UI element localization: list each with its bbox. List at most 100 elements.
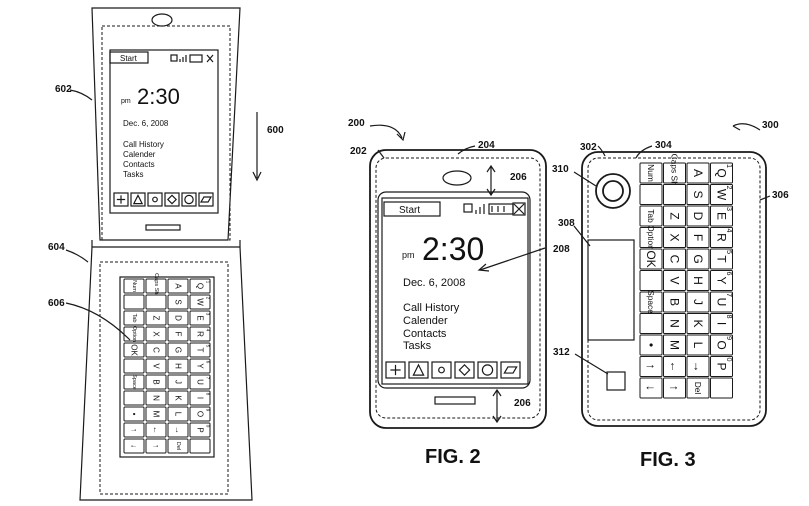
fig2-close-box[interactable] <box>512 202 526 216</box>
fig3-key-r10-c1[interactable]: ↑ <box>663 377 686 399</box>
fig3-key-r5-c1[interactable]: V <box>663 270 686 291</box>
fig6-softkey-plus-icon[interactable] <box>113 192 129 207</box>
fig2-softkey-circle-icon[interactable] <box>477 361 498 379</box>
fig3-key-r8-c0[interactable]: • <box>639 334 663 356</box>
fig6-key-r2-c1[interactable]: Z <box>145 310 167 326</box>
fig6-key-r6-c3[interactable]: U7 <box>189 374 211 390</box>
fig6-menu-tasks[interactable]: Tasks <box>123 170 143 179</box>
fig6-key-r1-c0[interactable] <box>123 294 145 310</box>
fig3-key-r3-c1[interactable]: X <box>663 227 686 248</box>
fig3-key-r9-c0[interactable]: ↑ <box>639 356 663 377</box>
fig6-key-r4-c3[interactable]: T5 <box>189 342 211 358</box>
fig6-close-icon[interactable] <box>206 54 214 63</box>
fig2-menu-tasks[interactable]: Tasks <box>403 340 432 352</box>
fig6-key-r3-c0[interactable]: Option <box>123 326 145 342</box>
fig3-key-r1-c0[interactable] <box>639 184 663 205</box>
fig6-key-r8-c0[interactable]: • <box>123 406 145 422</box>
fig6-key-r2-c3[interactable]: E3 <box>189 310 211 326</box>
fig6-key-r8-c2[interactable]: L <box>167 406 189 422</box>
fig3-key-r1-c2[interactable]: S <box>686 184 710 205</box>
fig6-key-r10-c2[interactable]: Del <box>167 438 189 454</box>
fig3-key-r0-c1[interactable]: Caps Shift <box>663 154 686 193</box>
fig2-softkey-circle-icon[interactable] <box>431 361 452 379</box>
fig2-menu-call-history[interactable]: Call History <box>403 302 460 314</box>
fig2-menu-calender[interactable]: Calender <box>403 315 448 327</box>
fig6-key-r0-c3[interactable]: Q1 <box>189 278 211 294</box>
fig2-menu-contacts[interactable]: Contacts <box>403 328 447 340</box>
fig3-key-r7-c1[interactable]: N <box>663 313 686 334</box>
fig6-key-r4-c2[interactable]: G <box>167 342 189 358</box>
fig6-key-r2-c0[interactable]: Tab <box>123 310 145 326</box>
fig6-key-r0-c0[interactable]: Num <box>123 278 145 294</box>
fig6-key-r9-c3[interactable]: P0 <box>189 422 211 438</box>
fig3-key-r1-c3[interactable]: W2 <box>710 184 735 205</box>
fig2-softkey-triangle-icon[interactable] <box>408 361 429 379</box>
fig6-key-r7-c2[interactable]: K <box>167 390 189 406</box>
fig6-key-r5-c1[interactable]: V <box>145 358 167 374</box>
fig6-key-r8-c3[interactable]: O9 <box>189 406 211 422</box>
fig6-softkey-circle-icon[interactable] <box>181 192 197 207</box>
fig6-start-button[interactable] <box>109 51 149 64</box>
fig3-key-r7-c0[interactable] <box>639 313 663 334</box>
fig3-key-r0-c3[interactable]: Q1 <box>710 162 735 184</box>
fig3-key-r10-c2[interactable]: Del <box>686 377 710 399</box>
fig6-softkey-circle-icon[interactable] <box>147 192 163 207</box>
fig3-key-r4-c2[interactable]: G <box>686 248 710 270</box>
fig3-key-r7-c2[interactable]: K <box>686 313 710 334</box>
fig6-key-r4-c0[interactable]: OK <box>123 342 145 358</box>
fig2-softkey-parallelogram-icon[interactable] <box>500 361 521 379</box>
fig6-menu-call-history[interactable]: Call History <box>123 140 164 149</box>
fig3-key-r9-c2[interactable]: → <box>686 356 710 377</box>
fig3-key-r6-c2[interactable]: J <box>686 291 710 313</box>
fig6-key-r4-c1[interactable]: C <box>145 342 167 358</box>
fig6-softkey-parallelogram-icon[interactable] <box>198 192 214 207</box>
fig3-key-r2-c2[interactable]: D <box>686 205 710 227</box>
fig6-key-r7-c1[interactable]: N <box>145 390 167 406</box>
fig3-key-r2-c0[interactable]: Tab <box>639 205 663 227</box>
fig6-menu-contacts[interactable]: Contacts <box>123 160 155 169</box>
fig6-key-r7-c3[interactable]: I8 <box>189 390 211 406</box>
fig3-trackpad-button[interactable] <box>606 371 626 391</box>
fig6-key-r6-c2[interactable]: J <box>167 374 189 390</box>
fig2-start-button[interactable] <box>383 201 441 217</box>
fig3-key-r3-c0[interactable]: Option <box>639 225 663 250</box>
fig6-key-r1-c1[interactable] <box>145 294 167 310</box>
fig3-key-r4-c1[interactable]: C <box>663 248 686 270</box>
fig3-key-r1-c1[interactable] <box>663 184 686 205</box>
fig3-key-r5-c0[interactable] <box>639 270 663 291</box>
fig6-key-r10-c1[interactable]: ↑ <box>145 438 167 454</box>
fig3-key-r10-c0[interactable]: ↓ <box>639 377 663 399</box>
fig6-key-r6-c0[interactable]: Space <box>123 374 145 390</box>
fig6-key-r3-c3[interactable]: R4 <box>189 326 211 342</box>
fig6-key-r0-c1[interactable]: Caps Shift <box>145 273 167 299</box>
fig6-key-r5-c2[interactable]: H <box>167 358 189 374</box>
fig3-key-r4-c3[interactable]: T5 <box>710 248 735 270</box>
fig6-key-r9-c2[interactable]: → <box>167 422 189 438</box>
fig3-key-r8-c2[interactable]: L <box>686 334 710 356</box>
fig6-key-r3-c1[interactable]: X <box>145 326 167 342</box>
fig6-key-r1-c2[interactable]: S <box>167 294 189 310</box>
fig3-key-r3-c3[interactable]: R4 <box>710 227 735 248</box>
fig3-key-r2-c1[interactable]: Z <box>663 205 686 227</box>
fig3-key-r9-c3[interactable]: P0 <box>710 356 735 377</box>
fig3-key-r4-c0[interactable]: OK <box>639 248 663 270</box>
fig6-key-r9-c1[interactable]: ← <box>145 422 167 438</box>
fig3-key-r8-c3[interactable]: O9 <box>710 334 735 356</box>
fig6-key-r3-c2[interactable]: F <box>167 326 189 342</box>
fig6-key-r0-c2[interactable]: A <box>167 278 189 294</box>
fig6-softkey-triangle-icon[interactable] <box>130 192 146 207</box>
fig3-key-r8-c1[interactable]: M <box>663 334 686 356</box>
fig3-key-r10-c3[interactable] <box>710 377 733 399</box>
fig2-close-icon[interactable] <box>513 203 525 215</box>
fig3-key-r6-c0[interactable]: Space <box>639 290 663 314</box>
fig6-key-r8-c1[interactable]: M <box>145 406 167 422</box>
fig2-softkey-plus-icon[interactable] <box>385 361 406 379</box>
fig6-key-r10-c3[interactable] <box>189 438 211 454</box>
fig6-key-r5-c3[interactable]: Y6 <box>189 358 211 374</box>
fig3-key-r2-c3[interactable]: E3 <box>710 205 735 227</box>
fig6-key-r7-c0[interactable] <box>123 390 145 406</box>
fig3-key-r0-c0[interactable]: Num <box>639 162 663 184</box>
fig3-key-r6-c1[interactable]: B <box>663 291 686 313</box>
fig6-key-r9-c0[interactable]: ↑ <box>123 422 145 438</box>
fig6-key-r5-c0[interactable] <box>123 358 145 374</box>
